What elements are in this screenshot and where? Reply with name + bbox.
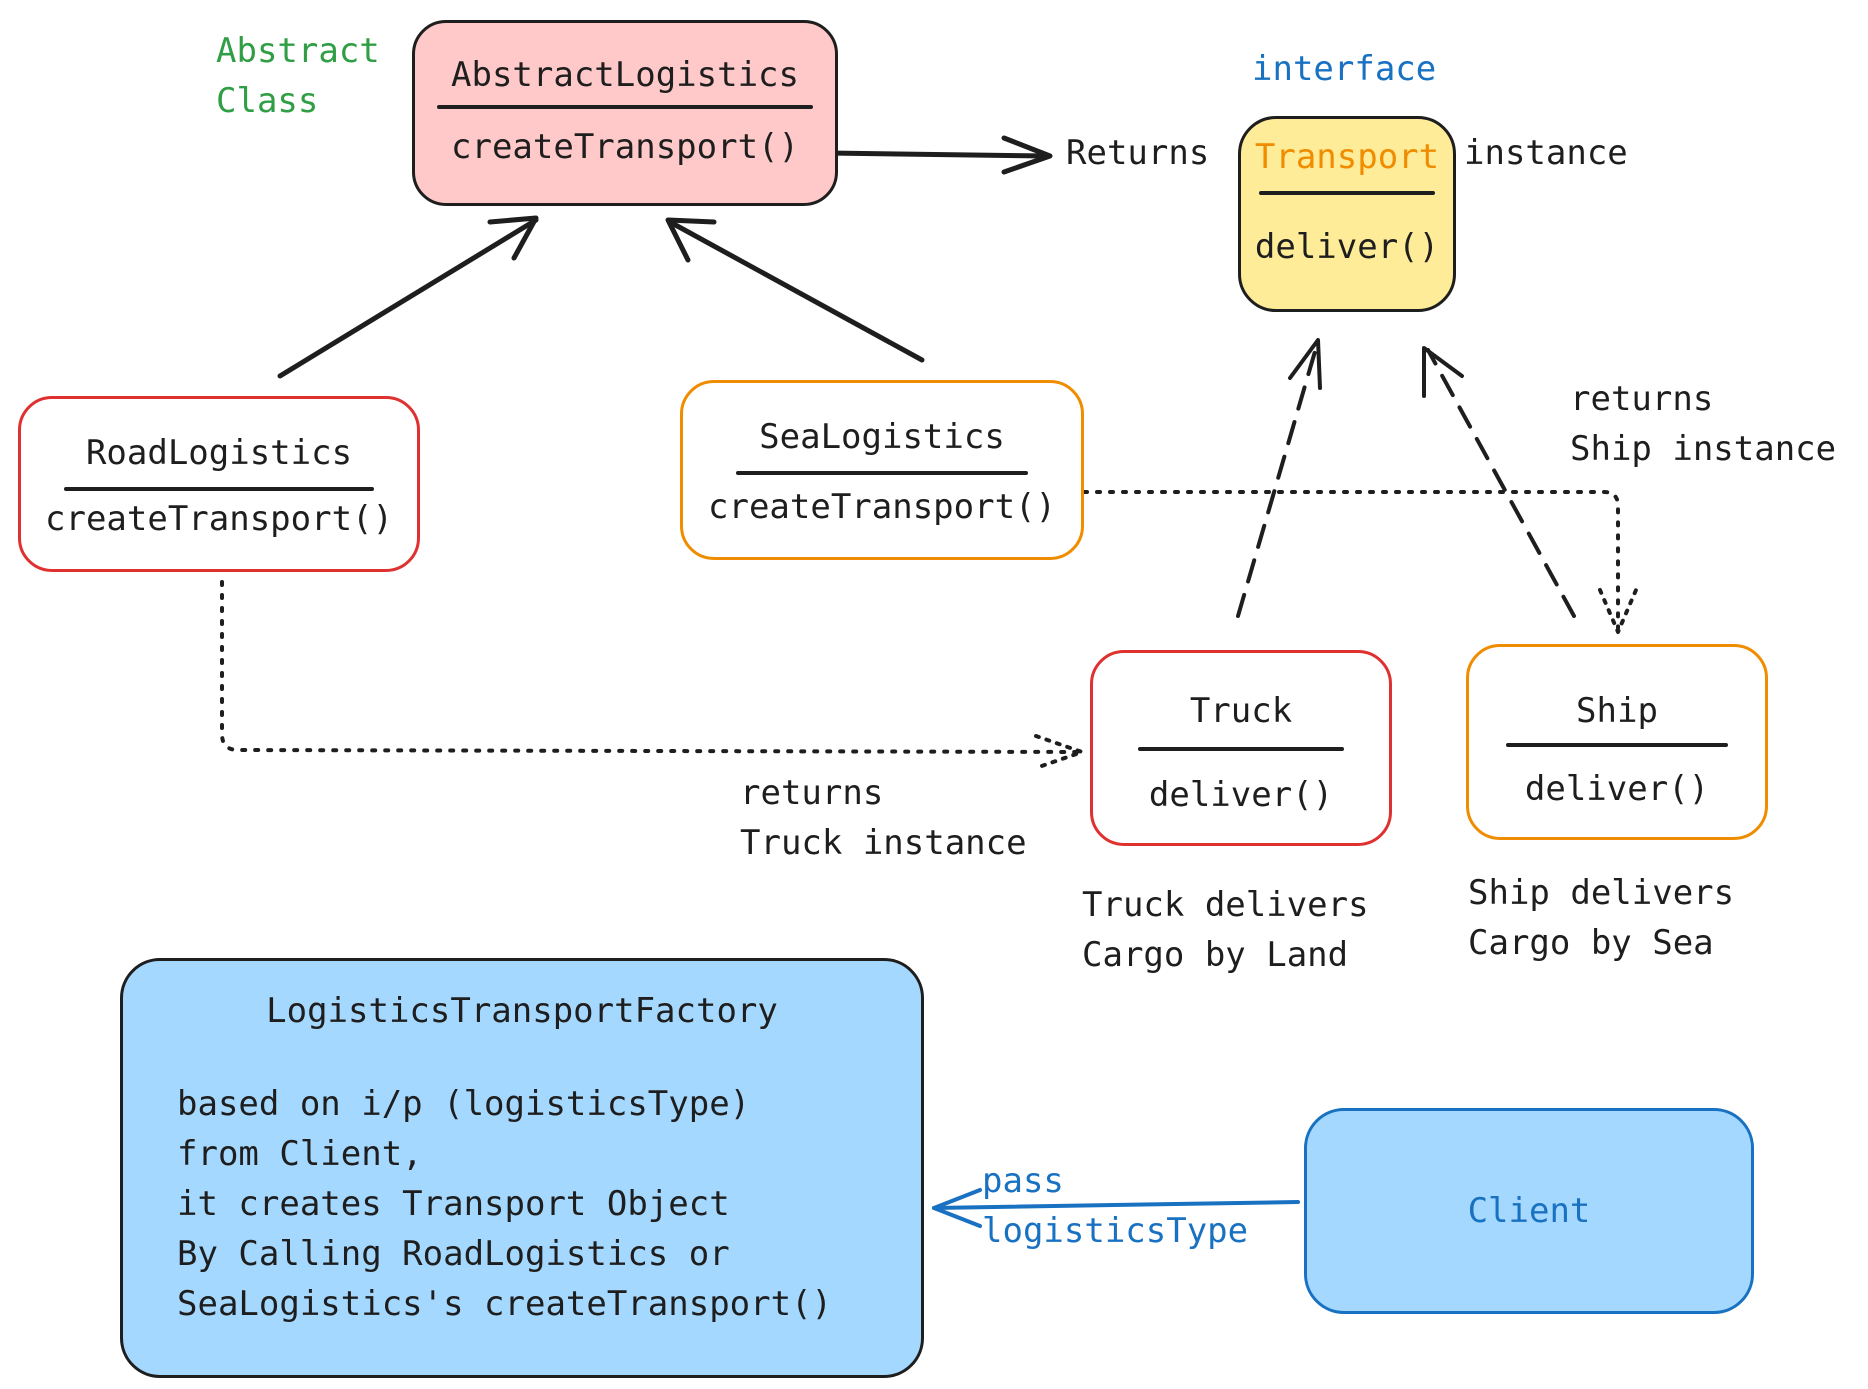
abstract-logistics-class: AbstractLogistics createTransport(): [412, 20, 838, 206]
road-logistics-class: RoadLogistics createTransport(): [18, 396, 420, 572]
class-divider: [437, 105, 813, 109]
ship-implements-arrow: [1422, 346, 1576, 618]
abstract-logistics-title: AbstractLogistics: [451, 55, 799, 95]
class-divider: [64, 487, 374, 491]
road-logistics-method: createTransport(): [45, 499, 393, 539]
truck-class: Truck deliver(): [1090, 650, 1392, 846]
ship-class: Ship deliver(): [1466, 644, 1768, 840]
class-divider: [736, 471, 1028, 475]
truck-implements-arrow: [1236, 338, 1322, 618]
factory-title: LogisticsTransportFactory: [266, 991, 778, 1031]
returns-arrow: [825, 135, 1053, 175]
sea-returns-ship-arrow: [1082, 490, 1638, 634]
ship-delivers-note: Ship delivers Cargo by Sea: [1468, 873, 1735, 963]
returns-ship-instance-label: returns Ship instance: [1570, 379, 1837, 469]
road-extends-arrow: [277, 215, 539, 379]
ship-method: deliver(): [1524, 769, 1710, 809]
truck-delivers-note: Truck delivers Cargo by Land: [1082, 885, 1369, 975]
transport-title: Transport: [1254, 137, 1440, 177]
class-divider: [1138, 747, 1344, 751]
returns-label: Returns: [1066, 133, 1210, 173]
pass-logistics-type-label: pass logisticsType: [982, 1161, 1249, 1251]
sea-logistics-title: SeaLogistics: [759, 417, 1005, 457]
transport-method: deliver(): [1254, 227, 1440, 267]
abstract-logistics-method: createTransport(): [451, 127, 799, 167]
interface-label: interface: [1252, 49, 1437, 89]
sea-logistics-class: SeaLogistics createTransport(): [680, 380, 1084, 560]
client-title: Client: [1467, 1191, 1591, 1231]
returns-truck-instance-label: returns Truck instance: [740, 773, 1027, 863]
transport-interface: Transport deliver(): [1238, 116, 1456, 312]
factory-description: based on i/p (logisticsType) from Client…: [177, 1084, 833, 1324]
sea-extends-arrow: [665, 217, 925, 363]
client-box: Client: [1304, 1108, 1754, 1314]
instance-label: instance: [1464, 133, 1628, 173]
road-logistics-title: RoadLogistics: [85, 433, 353, 473]
truck-title: Truck: [1189, 691, 1293, 731]
sea-logistics-method: createTransport(): [708, 487, 1056, 527]
class-divider: [1506, 743, 1728, 747]
road-returns-truck-arrow: [220, 580, 1084, 770]
class-divider: [1259, 191, 1435, 195]
logistics-transport-factory: LogisticsTransportFactory based on i/p (…: [120, 958, 924, 1378]
truck-method: deliver(): [1148, 775, 1334, 815]
abstract-class-label: Abstract Class: [216, 31, 380, 121]
ship-title: Ship: [1576, 691, 1658, 731]
